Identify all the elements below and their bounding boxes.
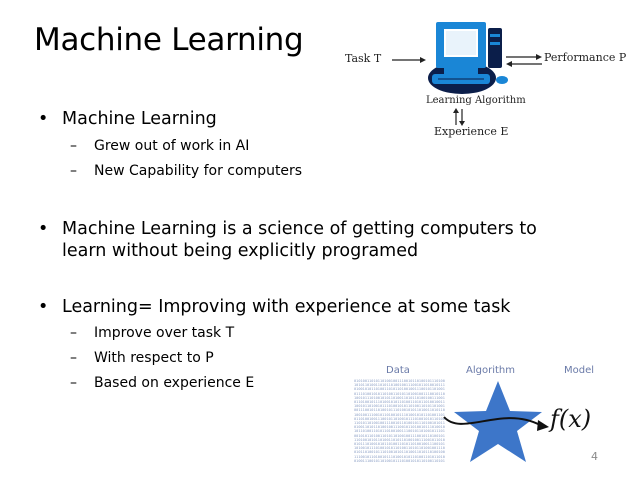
task-label: Task T	[345, 52, 382, 65]
algorithm-header: Algorithm	[466, 365, 515, 376]
task-arrow	[392, 57, 426, 63]
sub-bullet-text: Improve over task T	[94, 325, 235, 341]
bullet-text: Machine Learning	[62, 109, 217, 129]
sub-bullet-text: With respect to P	[94, 350, 214, 366]
bullet-1: • Machine Learning – Grew out of work in…	[34, 108, 302, 182]
bullet-3: • Learning= Improving with experience at…	[34, 296, 510, 394]
slide-title: Machine Learning	[34, 22, 304, 58]
bullet-dot: •	[38, 109, 49, 129]
sub-bullet-dash: –	[70, 350, 77, 366]
sub-bullet-dash: –	[70, 163, 77, 179]
mapping-arrow	[443, 416, 541, 426]
performance-arrows	[506, 54, 542, 67]
sub-bullet-dash: –	[70, 325, 77, 341]
bullet-text-line-1: Machine Learning is a science of getting…	[62, 219, 537, 239]
learning-diagram: Task T Performance P Learning Algorithm …	[340, 16, 632, 146]
model-formula: f(x)	[550, 405, 592, 433]
data-algorithm-model-figure: Data Algorithm Model 0101001101011010010…	[352, 365, 604, 465]
learning-algorithm-label: Learning Algorithm	[426, 95, 526, 106]
model-header: Model	[564, 365, 595, 376]
experience-arrows	[453, 108, 465, 126]
sub-bullet-dash: –	[70, 138, 77, 154]
bullet-text: Learning= Improving with experience at s…	[62, 297, 511, 317]
bullet-2: • Machine Learning is a science of getti…	[34, 218, 537, 262]
sub-bullet-text: New Capability for computers	[94, 163, 303, 179]
figure-graphics	[443, 381, 549, 462]
computer-icon	[428, 22, 508, 94]
sub-bullet-text: Based on experience E	[94, 375, 255, 391]
experience-label: Experience E	[434, 125, 509, 138]
sub-bullet-text: Grew out of work in AI	[94, 138, 250, 154]
sub-bullet-dash: –	[70, 375, 77, 391]
bullet-text-line-2: learn without being explicitly programed	[62, 241, 419, 261]
mapping-arrowhead	[537, 420, 549, 431]
bullet-dot: •	[38, 297, 49, 317]
data-header: Data	[386, 365, 410, 376]
diagram-graphics	[392, 22, 542, 126]
performance-label: Performance P	[544, 51, 627, 64]
star-icon	[454, 381, 542, 462]
data-matrix: 0101001101011010010011100101101001011101…	[354, 379, 445, 463]
page-number: 4	[591, 450, 598, 463]
bullet-dot: •	[38, 219, 49, 239]
